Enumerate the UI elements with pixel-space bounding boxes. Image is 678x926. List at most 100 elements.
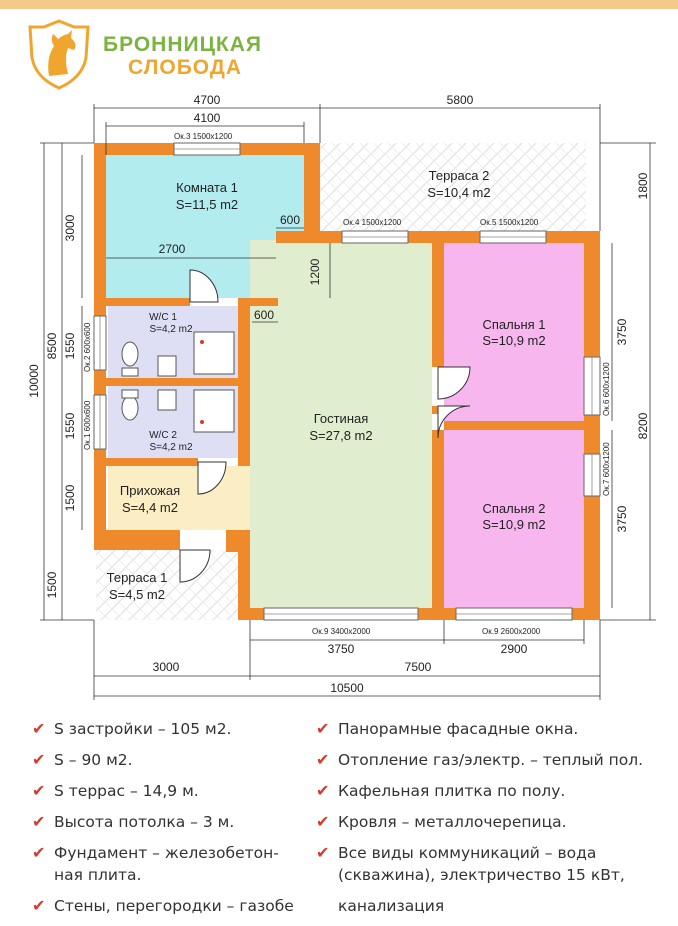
window-label-ok5: Ок.5 1500х1200 [480, 218, 539, 227]
room-area-gostinaya: S=27,8 m2 [309, 428, 372, 443]
check-icon: ✔ [32, 719, 46, 738]
doors [179, 269, 471, 583]
feature-item: ✔ Фундамент – железобетон-ная плита. [32, 842, 294, 886]
feature-item: ✔ S террас – 14,9 м. [32, 780, 294, 802]
room-name-spalnya-1: Спальня 1 [482, 317, 545, 332]
terrace-2-floor [320, 143, 586, 231]
feature-text: S – 90 м2. [54, 751, 133, 769]
floor-plan: Комната 1 S=11,5 m2 Терраса 2 S=10,4 m2 … [27, 93, 656, 700]
brand-title-line1: БРОННИЦКАЯ [103, 33, 262, 56]
dim-bottom-3750: 3750 [328, 642, 355, 656]
room-area-wc-2: S=4,2 m2 [149, 442, 193, 453]
feature-text: S застройки – 105 м2. [54, 720, 232, 738]
window-label-ok2: Ок.2 600х600 [83, 322, 92, 372]
dim-bottom-7500: 7500 [405, 660, 432, 674]
dim-top-5800: 5800 [447, 93, 474, 107]
check-icon: ✔ [316, 843, 330, 862]
dim-left-3000: 3000 [63, 214, 77, 241]
feature-item: ✔ Высота потолка – 3 м. [32, 811, 294, 833]
dim-bottom-10500: 10500 [330, 681, 364, 695]
room-name-prikhozhaya: Прихожая [120, 483, 180, 498]
dim-left-8500: 8500 [45, 332, 59, 359]
room-name-gostinaya: Гостиная [314, 411, 369, 426]
top-accent-bar [0, 0, 678, 9]
check-icon: ✔ [32, 750, 46, 769]
feature-item: ✔ Кафельная плитка по полу. [316, 780, 656, 802]
window-label-ok7: Ок.7 600х1200 [602, 442, 611, 496]
plumbing-fixtures [121, 331, 235, 433]
room-name-terrasa-1: Терраса 1 [107, 570, 168, 585]
dim-right-1800: 1800 [636, 172, 650, 199]
window-label-ok9a: Ок.9 3400х2000 [312, 627, 371, 636]
feature-item: ✔ Отопление газ/электр. – теплый пол. [316, 749, 656, 771]
room-area-komnata-1: S=11,5 m2 [176, 197, 238, 212]
check-icon: ✔ [316, 719, 330, 738]
feature-text: Отопление газ/электр. – теплый пол. [338, 751, 644, 769]
dim-left-1550-a: 1550 [63, 332, 77, 359]
dim-bottom-3000: 3000 [153, 660, 180, 674]
room-prikhozhaya [108, 466, 250, 530]
dim-600-a: 600 [280, 213, 300, 227]
window-label-ok9b: Ок.9 2600х2000 [482, 627, 541, 636]
feature-text: Все виды коммуникаций – вода (скважина),… [338, 844, 625, 884]
room-area-wc-1: S=4,2 m2 [149, 324, 193, 335]
feature-text: Фундамент – железобетон-ная плита. [54, 844, 279, 884]
dim-left-1500-a: 1500 [63, 484, 77, 511]
horse-logo-icon [28, 19, 90, 90]
dim-left-1500-b: 1500 [45, 571, 59, 598]
room-name-terrasa-2: Терраса 2 [429, 168, 490, 183]
feature-item: ✔ Кровля – металлочерепица. [316, 811, 656, 833]
dim-1200: 1200 [308, 258, 322, 285]
room-name-komnata-1: Комната 1 [176, 180, 238, 195]
dim-right-8200: 8200 [636, 412, 650, 439]
room-gostinaya-upper [278, 240, 432, 300]
feature-item: ✔Стены, перегородки – газобе [32, 895, 294, 917]
window-label-ok1: Ок.1 600х600 [83, 400, 92, 450]
dim-right-3750-a: 3750 [615, 318, 629, 345]
room-spalnya-2 [444, 430, 584, 608]
feature-item: ✔ S – 90 м2. [32, 749, 294, 771]
room-name-wc-2: W/C 2 [149, 430, 177, 441]
dim-bottom-2900: 2900 [501, 642, 528, 656]
window-label-ok6: Ок.6 600х1200 [602, 362, 611, 416]
features-left-list: ✔ S застройки – 105 м2. ✔ S – 90 м2. ✔ S те… [32, 718, 294, 926]
dim-2700: 2700 [159, 242, 186, 256]
feature-text: Кафельная плитка по полу. [338, 782, 566, 800]
dim-top-4100: 4100 [194, 111, 221, 125]
features-right-list: ✔ Панорамные фасадные окна. ✔ Отопление га… [316, 718, 656, 926]
check-icon: ✔ [32, 812, 46, 831]
room-spalnya-1 [444, 243, 584, 421]
feature-item-continued: канализация [316, 895, 656, 917]
feature-text: Высота потолка – 3 м. [54, 813, 235, 831]
room-area-spalnya-2: S=10,9 m2 [482, 517, 545, 532]
check-icon: ✔ [316, 750, 330, 769]
room-name-wc-1: W/C 1 [149, 312, 177, 323]
brand-title-line2: СЛОБОДА [128, 56, 242, 79]
room-name-spalnya-2: Спальня 2 [482, 501, 545, 516]
window-label-ok3: Ок.3 1500х1200 [174, 132, 233, 141]
feature-item: ✔ Панорамные фасадные окна. [316, 718, 656, 740]
check-icon: ✔ [32, 843, 46, 862]
check-icon: ✔ [316, 812, 330, 831]
feature-item: ✔ S застройки – 105 м2. [32, 718, 294, 740]
window-label-ok4: Ок.4 1500х1200 [343, 218, 402, 227]
dim-left-10000: 10000 [27, 364, 41, 398]
feature-text: Панорамные фасадные окна. [338, 720, 579, 738]
feature-text: S террас – 14,9 м. [54, 782, 199, 800]
feature-text: Кровля – металлочерепица. [338, 813, 567, 831]
dimension-lines [40, 104, 656, 700]
dim-top-4700: 4700 [194, 93, 221, 107]
room-area-terrasa-1: S=4,5 m2 [109, 587, 165, 602]
check-icon: ✔ [316, 781, 330, 800]
room-gostinaya [250, 240, 432, 610]
dim-left-1550-b: 1550 [63, 412, 77, 439]
feature-item: ✔ Все виды коммуникаций – вода (скважина)… [316, 842, 656, 886]
dim-600-b: 600 [254, 308, 274, 322]
room-area-terrasa-2: S=10,4 m2 [427, 185, 490, 200]
dim-right-3750-b: 3750 [615, 505, 629, 532]
terrace-1-floor [96, 550, 238, 620]
room-area-spalnya-1: S=10,9 m2 [482, 333, 545, 348]
check-icon: ✔ [32, 896, 46, 915]
check-icon: ✔ [32, 781, 46, 800]
room-area-prikhozhaya: S=4,4 m2 [122, 500, 178, 515]
